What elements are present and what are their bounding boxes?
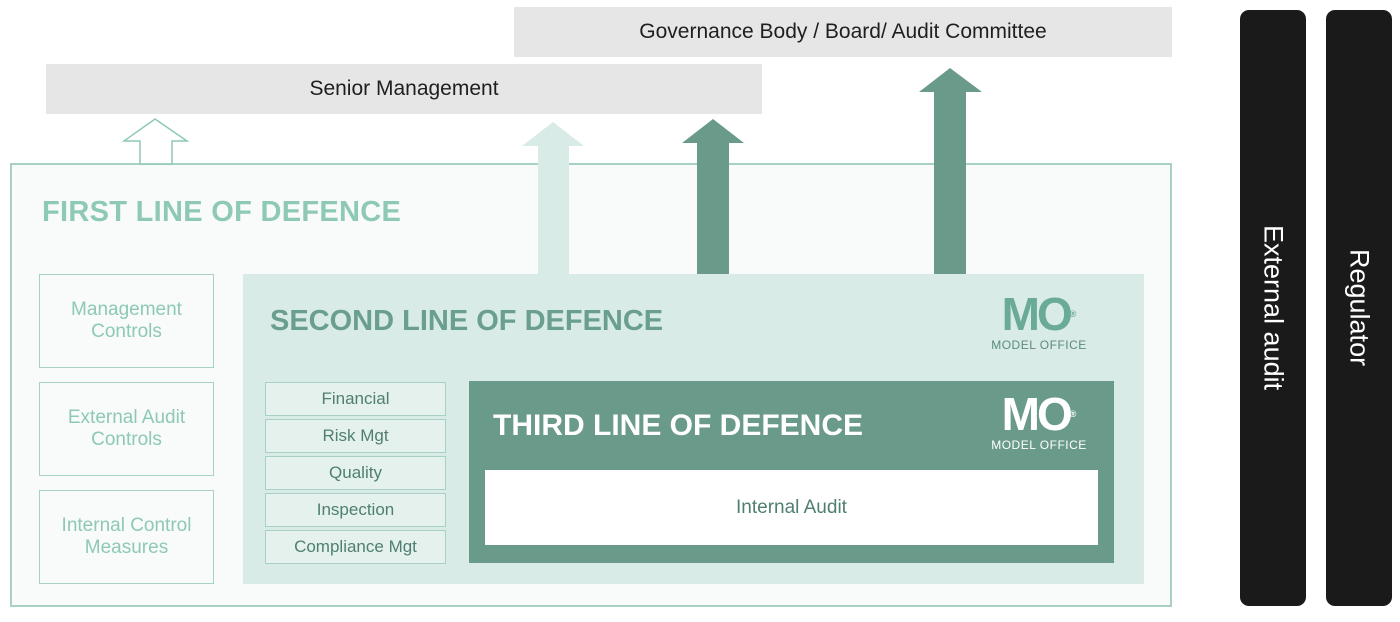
function-box-financial: Financial [265, 382, 446, 416]
second-line-title: SECOND LINE OF DEFENCE [270, 305, 664, 337]
internal-audit-box: Internal Audit [485, 470, 1098, 545]
external-audit-label: External audit [1258, 225, 1289, 391]
control-label: Management Controls [71, 299, 182, 342]
function-label: Risk Mgt [322, 426, 389, 445]
function-box-compliance: Compliance Mgt [265, 530, 446, 564]
control-box-management: Management Controls [39, 274, 214, 368]
external-audit-bar: External audit [1240, 10, 1306, 606]
function-box-risk: Risk Mgt [265, 419, 446, 453]
first-line-title: FIRST LINE OF DEFENCE [42, 196, 402, 228]
senior-management-bar: Senior Management [46, 64, 762, 114]
function-label: Compliance Mgt [294, 537, 417, 556]
function-box-quality: Quality [265, 456, 446, 490]
control-box-internal-control: Internal Control Measures [39, 490, 214, 584]
logo-text: MODEL OFFICE [991, 338, 1087, 352]
second-line-arrow [522, 122, 584, 275]
model-office-logo-third: MO® MODEL OFFICE [989, 391, 1089, 452]
logo-mark: MO [1001, 288, 1073, 340]
function-label: Quality [329, 463, 382, 482]
governance-body-label: Governance Body / Board/ Audit Committee [639, 20, 1047, 43]
third-line-title: THIRD LINE OF DEFENCE [493, 409, 864, 442]
internal-audit-label: Internal Audit [736, 496, 847, 518]
control-label: External Audit Controls [67, 407, 186, 450]
control-label: Internal Control Measures [61, 515, 192, 558]
function-box-inspection: Inspection [265, 493, 446, 527]
senior-management-label: Senior Management [309, 77, 499, 100]
model-office-logo-second: MO® MODEL OFFICE [989, 291, 1089, 352]
logo-registered: ® [1069, 309, 1077, 319]
function-label: Inspection [316, 500, 395, 519]
logo-registered: ® [1069, 409, 1077, 419]
function-label: Financial [321, 389, 390, 408]
logo-mark: MO [1001, 388, 1073, 440]
governance-body-bar: Governance Body / Board/ Audit Committee [514, 7, 1172, 57]
control-box-external-audit: External Audit Controls [39, 382, 214, 476]
regulator-bar: Regulator [1326, 10, 1392, 606]
first-line-arrow [121, 118, 190, 165]
logo-text: MODEL OFFICE [991, 438, 1087, 452]
regulator-label: Regulator [1344, 249, 1375, 367]
